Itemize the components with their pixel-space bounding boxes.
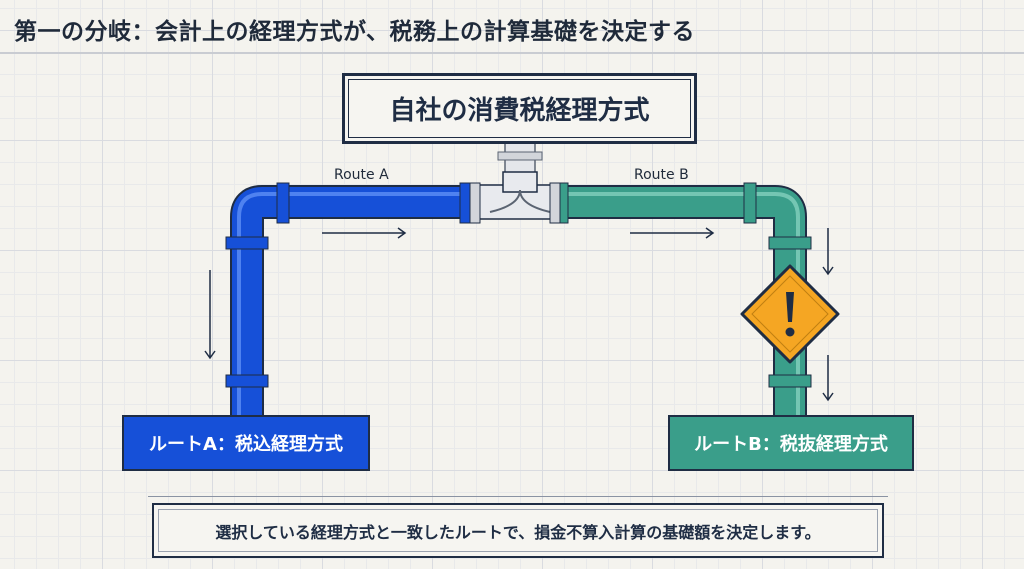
company-tax-method-box: 自社の消費税経理方式 xyxy=(342,73,697,144)
route-a-label: Route A xyxy=(334,167,389,183)
tee-junction xyxy=(469,171,561,224)
title-divider xyxy=(0,52,1024,54)
route-b-box: ルートB：税抜経理方式 xyxy=(668,415,914,471)
route-a-box: ルートA：税込経理方式 xyxy=(122,415,370,471)
summary-note-text: 選択している経理方式と一致したルートで、損金不算入計算の基礎額を決定します。 xyxy=(215,522,821,542)
flow-arrow-b-vertical-1 xyxy=(822,228,834,276)
summary-note: 選択している経理方式と一致したルートで、損金不算入計算の基礎額を決定します。 xyxy=(152,503,884,558)
flow-arrow-a-horizontal xyxy=(322,227,407,239)
top-connector-flange xyxy=(497,151,543,161)
route-a-pipe xyxy=(225,182,473,415)
flow-arrow-b-horizontal xyxy=(630,227,715,239)
page-title: 第一の分岐：会計上の経理方式が、税務上の計算基礎を決定する xyxy=(14,19,696,45)
note-divider xyxy=(148,496,888,497)
flow-arrow-a-vertical xyxy=(204,270,216,360)
route-b-label: Route B xyxy=(634,167,689,183)
flow-arrow-b-vertical-2 xyxy=(822,355,834,402)
warning-diamond-icon xyxy=(740,264,840,364)
route-b-pipe xyxy=(555,182,812,415)
